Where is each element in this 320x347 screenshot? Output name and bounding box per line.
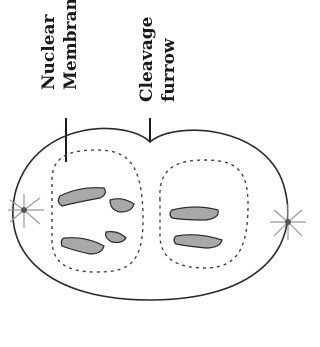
chromosome bbox=[61, 238, 104, 254]
label-cleavage-furrow: Cleavage furrow bbox=[137, 16, 179, 102]
label-cleavage-furrow-line1: Cleavage bbox=[137, 16, 157, 102]
chromosomes-left bbox=[58, 188, 134, 254]
chromosome bbox=[110, 199, 134, 212]
chromosomes-right bbox=[170, 207, 222, 248]
chromosome bbox=[170, 207, 218, 220]
label-nuclear-membrane-line2: Membrane bbox=[61, 0, 81, 90]
chromosome bbox=[106, 232, 126, 243]
chromosome bbox=[58, 188, 105, 206]
label-nuclear-membrane-line1: Nuclear bbox=[39, 13, 59, 90]
aster-right bbox=[270, 204, 306, 240]
label-cleavage-furrow-line2: furrow bbox=[159, 38, 179, 102]
cell-membrane-outline bbox=[13, 129, 288, 300]
nuclear-membrane-left bbox=[52, 150, 143, 272]
label-nuclear-membrane: Nuclear Membrane bbox=[39, 0, 81, 90]
chromosome bbox=[174, 235, 222, 248]
